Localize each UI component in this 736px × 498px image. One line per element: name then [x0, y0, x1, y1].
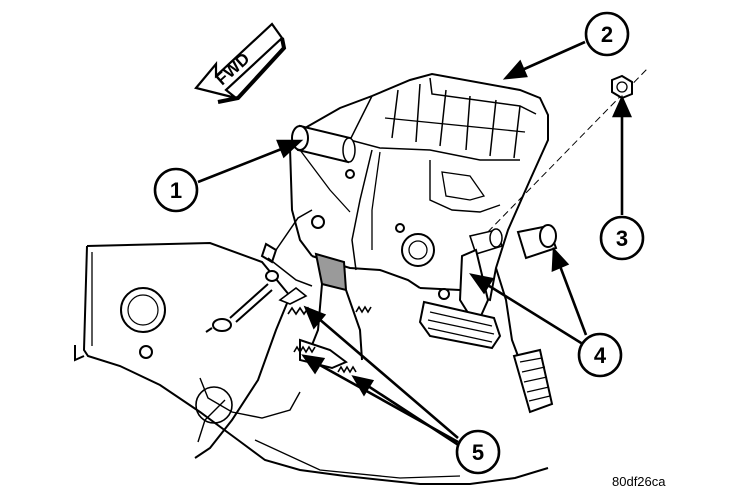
callout-4-number: 4	[594, 343, 607, 368]
brake-pedal	[418, 248, 502, 350]
leader-lines	[197, 40, 633, 448]
callout-1-number: 1	[170, 178, 182, 203]
callout-3: 3	[599, 215, 645, 261]
dash-panel	[74, 241, 549, 485]
pivot-bushing-upper	[291, 124, 356, 164]
callout-5-number: 5	[472, 440, 484, 465]
figure-code: 80df26ca	[612, 474, 666, 489]
forward-arrow: FWD	[194, 22, 287, 104]
accelerator-pedal	[495, 267, 554, 414]
callout-2-number: 2	[601, 22, 613, 47]
pedal-bracket	[289, 67, 649, 302]
callout-1: 1	[153, 167, 199, 213]
callout-3-number: 3	[616, 226, 628, 251]
pivot-bushing-lower	[468, 224, 558, 260]
pivot-nut	[611, 74, 633, 100]
callout-2: 2	[584, 11, 630, 57]
linkage-rod	[205, 209, 313, 333]
callout-4: 4	[577, 332, 623, 378]
callout-5: 5	[455, 429, 501, 475]
